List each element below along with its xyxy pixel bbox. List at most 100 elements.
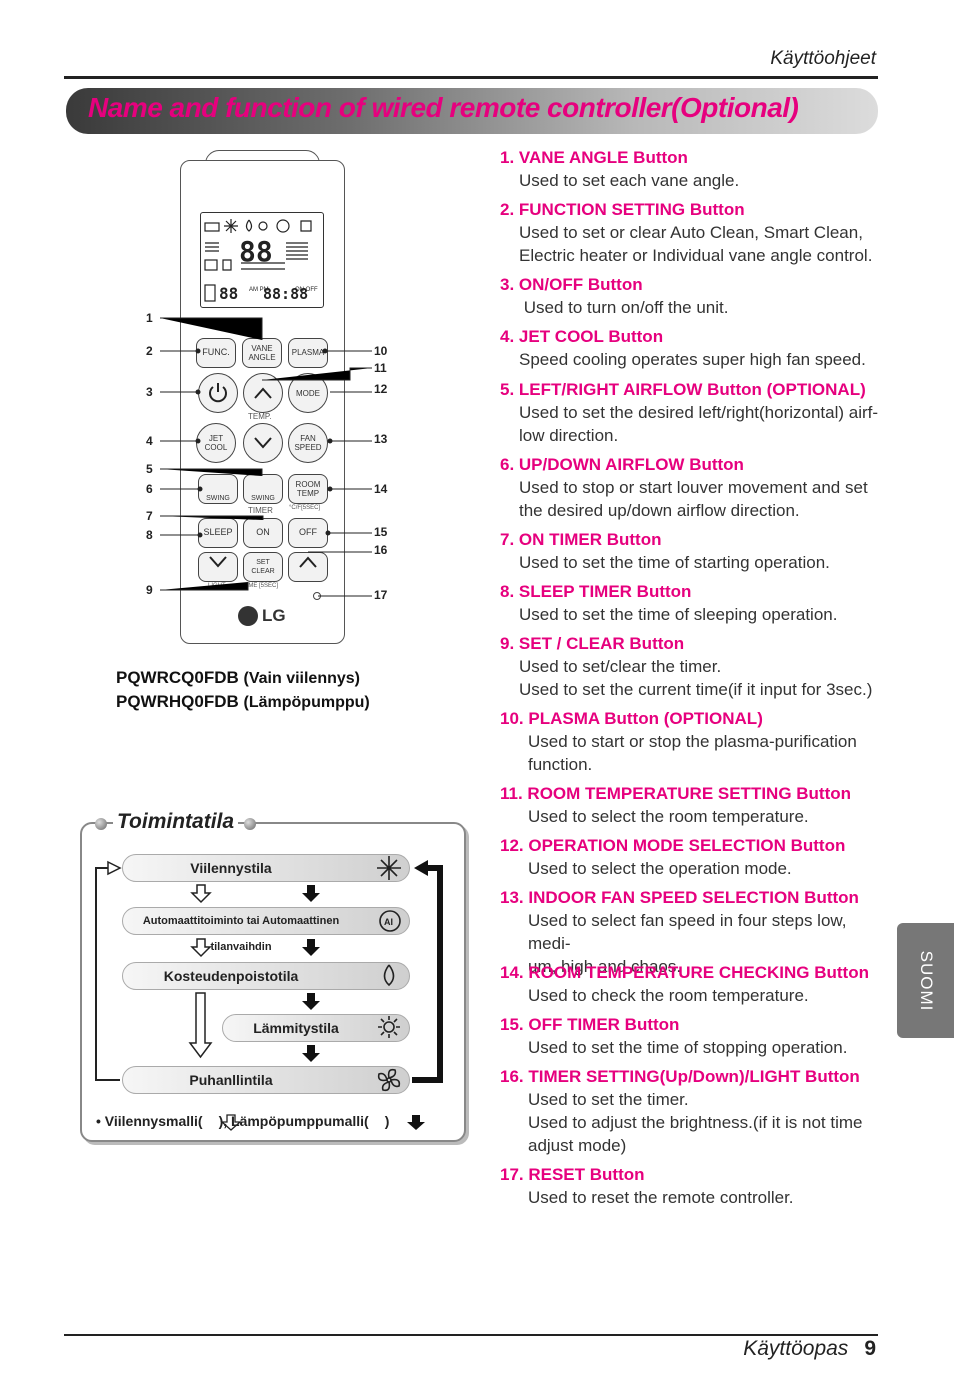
function-title: 3. ON/OFF Button: [500, 275, 643, 294]
callout-lines: [160, 317, 372, 597]
mode-flow-diagram: AI: [95, 856, 443, 1131]
page-number: 9: [864, 1337, 876, 1360]
vane-angle-button[interactable]: VANE ANGLE: [242, 338, 282, 368]
set-clear-button[interactable]: SET CLEAR: [243, 552, 283, 582]
callout-3: 3: [146, 385, 153, 399]
temp-label: TEMP.: [248, 412, 272, 421]
model-cooling-only: PQWRCQ0FDB (Vain viilennys): [116, 668, 360, 688]
func-button[interactable]: FUNC.: [196, 338, 236, 368]
function-desc: Used to set or clear Auto Clean, Smart C…: [519, 223, 863, 242]
model-desc: (Lämpöpumppu): [243, 694, 370, 711]
function-title: 10. PLASMA Button (OPTIONAL): [500, 709, 763, 728]
function-title: 17. RESET Button: [500, 1165, 645, 1184]
chevron-up-icon: [254, 387, 272, 399]
callout-17: 17: [374, 588, 388, 602]
droplet-icon: [383, 964, 395, 987]
function-desc: the desired up/down airflow direction.: [519, 501, 800, 520]
plasma-button[interactable]: PLASMA: [288, 338, 328, 368]
function-desc: adjust mode): [528, 1136, 627, 1155]
function-desc: Used to set the time of sleeping operati…: [519, 605, 838, 624]
function-item-5: 5. LEFT/RIGHT AIRFLOW Button (OPTIONAL) …: [500, 379, 880, 447]
mode-note-start: • Viilennysmalli(: [96, 1113, 203, 1129]
function-desc: Used to adjust the brightness.(if it is …: [528, 1113, 863, 1132]
function-item-11: 11. ROOM TEMPERATURE SETTING Button Used…: [500, 783, 880, 828]
function-desc: low direction.: [519, 426, 619, 445]
mode-cooling: Viilennystila: [122, 854, 410, 882]
ai-icon: [379, 910, 401, 932]
function-item-9: 9. SET / CLEAR Button Used to set/clear …: [500, 633, 880, 701]
on-timer-button[interactable]: ON: [243, 518, 283, 548]
function-desc: Speed cooling operates super high fan sp…: [519, 350, 866, 369]
header-rule: [64, 76, 878, 79]
timer-down-button[interactable]: [198, 552, 238, 582]
function-title: 4. JET COOL Button: [500, 327, 664, 346]
mode-auto: Automaattitoiminto tai Automaattinen til…: [122, 907, 410, 953]
bullet-dot: [95, 818, 107, 830]
function-desc: Used to reset the remote controller.: [528, 1188, 794, 1207]
callout-7: 7: [146, 509, 153, 523]
sun-icon: [378, 1016, 400, 1038]
function-title: 14. ROOM TEMPERATURE CHECKING Button: [500, 963, 869, 982]
swing-lr-button[interactable]: SWING: [198, 474, 238, 504]
footer-rule: [64, 1334, 878, 1336]
function-desc: Used to set the current time(if it input…: [519, 680, 873, 699]
hollow-arrow-icon: [220, 1114, 242, 1131]
chevron-down-icon: [209, 556, 227, 568]
function-item-12: 12. OPERATION MODE SELECTION Button Used…: [500, 835, 880, 880]
function-desc: Used to set the time of starting operati…: [519, 553, 830, 572]
callout-2: 2: [146, 344, 153, 358]
mode-note-end: ): [384, 1113, 390, 1129]
model-heat-pump: PQWRHQ0FDB (Lämpöpumppu): [116, 692, 370, 712]
function-title: 11. ROOM TEMPERATURE SETTING Button: [500, 784, 852, 803]
fan-icon: [377, 1068, 401, 1092]
sleep-button[interactable]: SLEEP: [198, 518, 238, 548]
function-desc: Used to set/clear the timer.: [519, 657, 722, 676]
function-item-7: 7. ON TIMER Button Used to set the time …: [500, 529, 880, 574]
mode-fan: Puhanllintila: [122, 1066, 410, 1094]
mode-note-mid: ), Lämpöpumppumalli(: [218, 1113, 369, 1129]
remote-lcd: 88 88 AM PM 88:88 ON OFF: [200, 212, 324, 308]
lcd-ampm: AM PM: [249, 287, 269, 293]
function-desc: Used to check the room temperature.: [528, 986, 809, 1005]
callout-15: 15: [374, 525, 388, 539]
function-title: 8. SLEEP TIMER Button: [500, 582, 692, 601]
callout-14: 14: [374, 482, 388, 496]
function-item-15: 15. OFF TIMER Button Used to set the tim…: [500, 1014, 880, 1059]
function-title: 16. TIMER SETTING(Up/Down)/LIGHT Button: [500, 1067, 860, 1086]
function-desc: Used to select the room temperature.: [528, 807, 809, 826]
bullet-dot: [244, 818, 256, 830]
callout-5: 5: [146, 462, 153, 476]
power-button[interactable]: [198, 373, 238, 413]
jet-cool-button[interactable]: JET COOL: [196, 423, 236, 463]
function-desc: Used to set the desired left/right(horiz…: [519, 403, 879, 422]
function-item-10: 10. PLASMA Button (OPTIONAL) Used to sta…: [500, 708, 880, 776]
callout-6: 6: [146, 482, 153, 496]
timer-label: TIMER: [248, 506, 273, 515]
mode-dehumidify: Kosteudenpoistotila: [122, 962, 410, 990]
swing-ud-button[interactable]: SWING: [243, 474, 283, 504]
function-title: 6. UP/DOWN AIRFLOW Button: [500, 455, 744, 474]
mode-note: • Viilennysmalli( ), Lämpöpumppumalli(): [96, 1113, 389, 1129]
function-desc: Used to set the time of stopping operati…: [528, 1038, 848, 1057]
temp-unit-label: °C/F[5SEC]: [289, 505, 321, 511]
model-code: PQWRCQ0FDB: [116, 668, 239, 687]
room-temp-button[interactable]: ROOM TEMP: [288, 474, 328, 504]
function-title: 1. VANE ANGLE Button: [500, 148, 688, 167]
function-item-3: 3. ON/OFF Button Used to turn on/off the…: [500, 274, 880, 319]
callout-4: 4: [146, 434, 153, 448]
function-item-17: 17. RESET Button Used to reset the remot…: [500, 1164, 880, 1209]
function-desc: Electric heater or Individual vane angle…: [519, 246, 873, 265]
chevron-up-icon: [299, 556, 317, 568]
temp-down-button[interactable]: [243, 423, 283, 463]
fan-speed-button[interactable]: FAN SPEED: [288, 423, 328, 463]
model-code: PQWRHQ0FDB: [116, 692, 239, 711]
function-item-16: 16. TIMER SETTING(Up/Down)/LIGHT Button …: [500, 1066, 880, 1157]
chevron-down-icon: [254, 437, 272, 449]
function-item-2: 2. FUNCTION SETTING Button Used to set o…: [500, 199, 880, 267]
page-title: Name and function of wired remote contro…: [88, 92, 799, 123]
off-timer-button[interactable]: OFF: [288, 518, 328, 548]
function-title: 15. OFF TIMER Button: [500, 1015, 680, 1034]
filled-arrow-icon: [407, 1115, 425, 1130]
callout-8: 8: [146, 528, 153, 542]
